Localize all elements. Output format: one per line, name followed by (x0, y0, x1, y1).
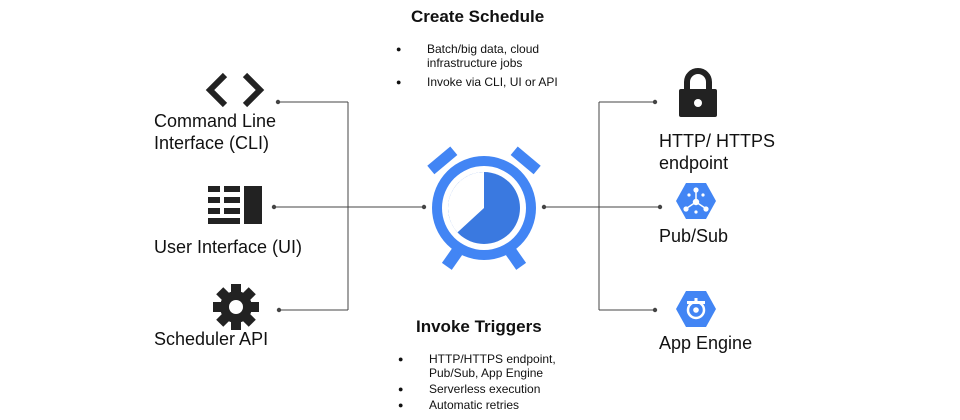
ui-label: User Interface (UI) (154, 237, 303, 257)
alarm-clock-icon (427, 146, 541, 270)
bullet-item: Invoke via CLI, UI or API (396, 75, 596, 89)
pubsub-label: Pub/Sub (659, 226, 729, 246)
invoke-triggers-title: Invoke Triggers (416, 317, 542, 336)
bullet-item: Batch/big data, cloud infrastructure job… (396, 42, 557, 70)
bullet-item: HTTP/HTTPS endpoint, Pub/Sub, App Engine (398, 352, 579, 380)
code-brackets-icon (205, 72, 265, 108)
ui-panel-icon (208, 186, 262, 224)
http-label: HTTP/ HTTPS endpoint (659, 130, 775, 174)
create-schedule-title: Create Schedule (411, 7, 545, 26)
cli-label: Command Line Interface (CLI) (154, 110, 276, 154)
cli-label-line2: Interface (CLI) (154, 133, 270, 153)
create-schedule-bullets: Batch/big data, cloud infrastructure job… (396, 42, 596, 94)
http-label-line1: HTTP/ HTTPS (659, 131, 775, 151)
app-engine-label: App Engine (659, 333, 753, 353)
invoke-triggers-bullets: HTTP/HTTPS endpoint, Pub/Sub, App Engine… (398, 352, 598, 412)
cli-label-line1: Command Line (154, 111, 277, 131)
http-label-line2: endpoint (659, 153, 729, 173)
bullet-item: Automatic retries (398, 398, 598, 412)
lock-icon (679, 68, 717, 117)
pubsub-icon (676, 183, 716, 219)
api-label: Scheduler API (154, 329, 269, 349)
gear-icon (213, 284, 259, 330)
bullet-item: Serverless execution (398, 382, 598, 396)
app-engine-icon (676, 291, 716, 327)
